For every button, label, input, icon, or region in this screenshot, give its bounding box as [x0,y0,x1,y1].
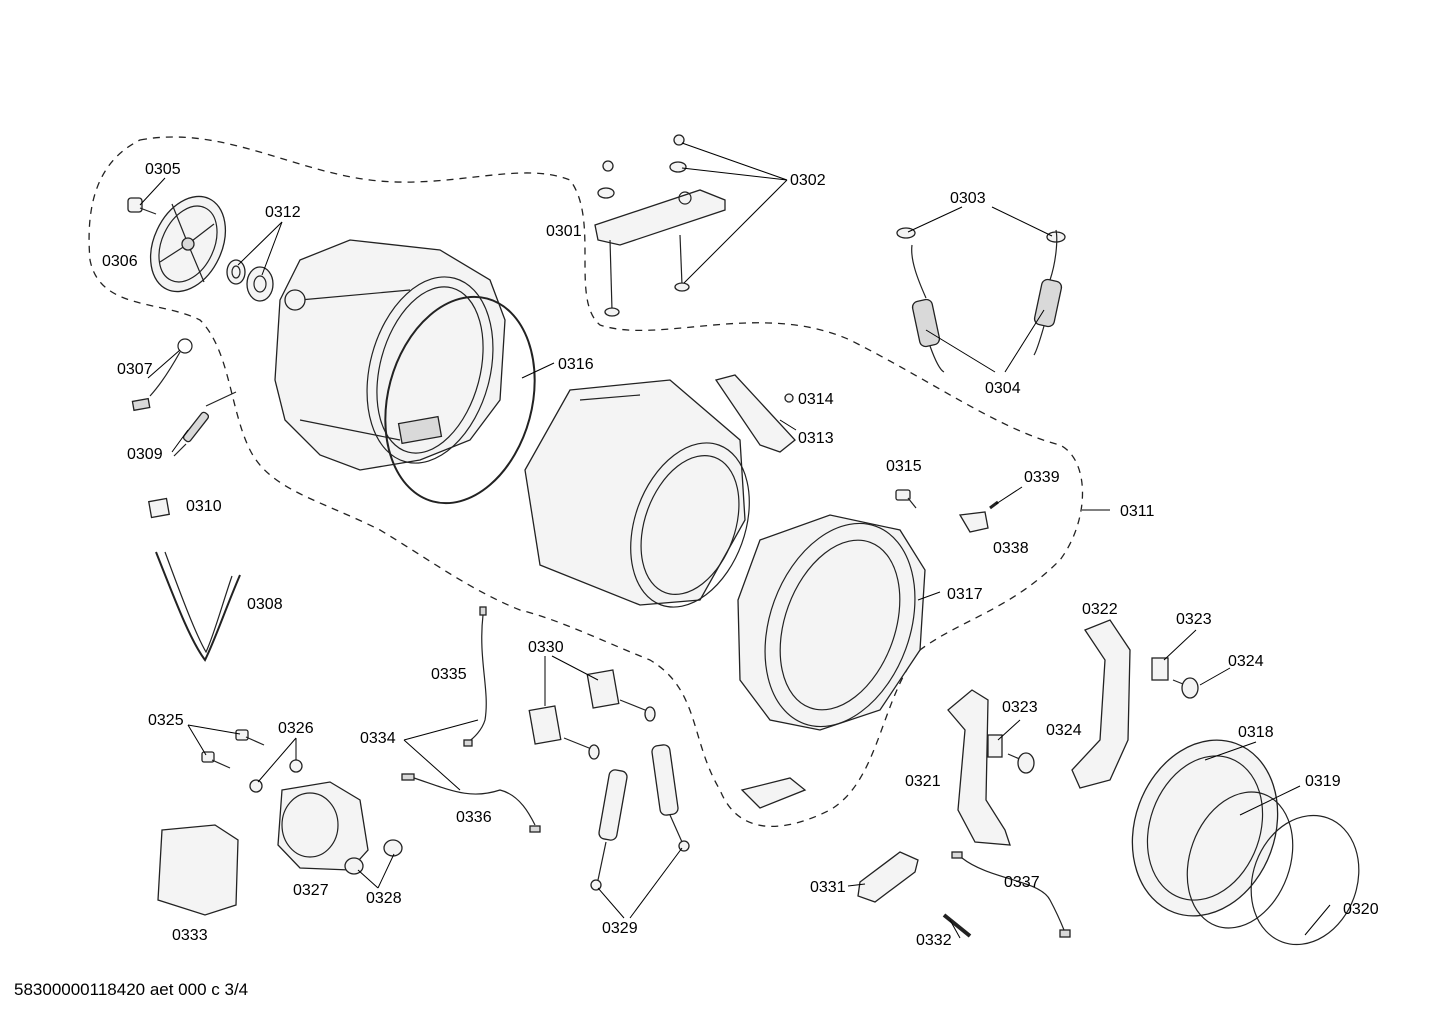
part-0321-hinge [947,689,1011,846]
part-0338-latch [958,511,989,533]
part-0320-ring [1250,814,1360,946]
label-0301: 0301 [546,223,582,240]
part-0324-knob [1172,677,1199,699]
label-0336: 0336 [456,809,492,826]
part-0322-hinge [1071,619,1131,789]
part-0325-screws [201,729,265,769]
part-0307-sensor [131,338,193,412]
part-0323-plate [987,734,1003,758]
part-0326-nut [289,759,303,773]
label-0330: 0330 [528,639,564,656]
label-0312: 0312 [265,204,301,221]
label-0322: 0322 [1082,601,1118,618]
part-0329-shock-absorber [651,744,690,852]
leader-lines [139,142,1331,939]
part-0306-pulley [149,195,227,293]
part-0304-springs [911,229,1063,373]
part-drum [524,379,750,608]
part-0323-plate [1151,657,1169,681]
part-0326-nut [249,779,263,793]
part-0333-module [157,824,239,916]
label-0313: 0313 [798,430,834,447]
part-0330-block [528,705,562,745]
label-0337: 0337 [1004,874,1040,891]
part-0301-bracket [594,189,726,246]
label-0326: 0326 [278,720,314,737]
label-0323b: 0323 [1002,699,1038,716]
label-0309: 0309 [127,446,163,463]
label-0324b: 0324 [1046,722,1082,739]
part-0318-door-ring [1131,739,1279,917]
label-0327: 0327 [293,882,329,899]
label-0314: 0314 [798,391,834,408]
label-0329: 0329 [602,920,638,937]
label-0321: 0321 [905,773,941,790]
part-0335-wire [463,606,487,747]
part-0337-wire [951,851,1071,938]
label-0338: 0338 [993,540,1029,557]
part-0314-screw [784,393,794,403]
label-0333: 0333 [172,927,208,944]
part-0329-shock-absorber [590,769,628,891]
tub-assembly-boundary [88,136,1084,828]
label-0328: 0328 [366,890,402,907]
label-0339: 0339 [1024,469,1060,486]
label-0316: 0316 [558,356,594,373]
part-0315-screw [895,489,917,509]
label-0320: 0320 [1343,901,1379,918]
label-0308: 0308 [247,596,283,613]
label-0319: 0319 [1305,773,1341,790]
label-0323a: 0323 [1176,611,1212,628]
part-0313-housing [714,374,796,453]
part-0328-bushing [383,839,403,857]
part-0310-clip [147,497,171,519]
label-0315: 0315 [886,458,922,475]
label-0334: 0334 [360,730,396,747]
part-0317-front-tub [737,514,926,731]
part-0336-wire [401,773,541,833]
part-0331-connector [857,851,919,903]
label-0304: 0304 [985,380,1021,397]
label-0335: 0335 [431,666,467,683]
label-0324a: 0324 [1228,653,1264,670]
label-0307: 0307 [117,361,153,378]
part-0316-rear-tub [274,239,506,471]
part-0312-bearings [226,259,274,302]
label-0332: 0332 [916,932,952,949]
part-0305-screw [127,197,157,215]
part-0319-ring [1186,791,1294,929]
part-0330-block [586,669,620,709]
part-0309-spring [173,391,237,457]
label-0310: 0310 [186,498,222,515]
part-0324-knob [1007,752,1035,774]
part-0302-fasteners [597,134,690,317]
part-0332-sensor [942,913,972,938]
label-0306: 0306 [102,253,138,270]
label-0302: 0302 [790,172,826,189]
label-0311: 0311 [1120,503,1155,520]
part-0316-gasket [384,295,536,505]
label-0303: 0303 [950,190,986,207]
part-mount [740,777,807,809]
part-0308-belt [155,551,241,662]
label-0331: 0331 [810,879,846,896]
label-0317: 0317 [947,586,983,603]
label-0305: 0305 [145,161,181,178]
part-0327-motor [277,781,369,871]
drawing-reference-footer: 58300000118420 aet 000 c 3/4 [14,980,249,999]
label-0318: 0318 [1238,724,1274,741]
label-0325: 0325 [148,712,184,729]
